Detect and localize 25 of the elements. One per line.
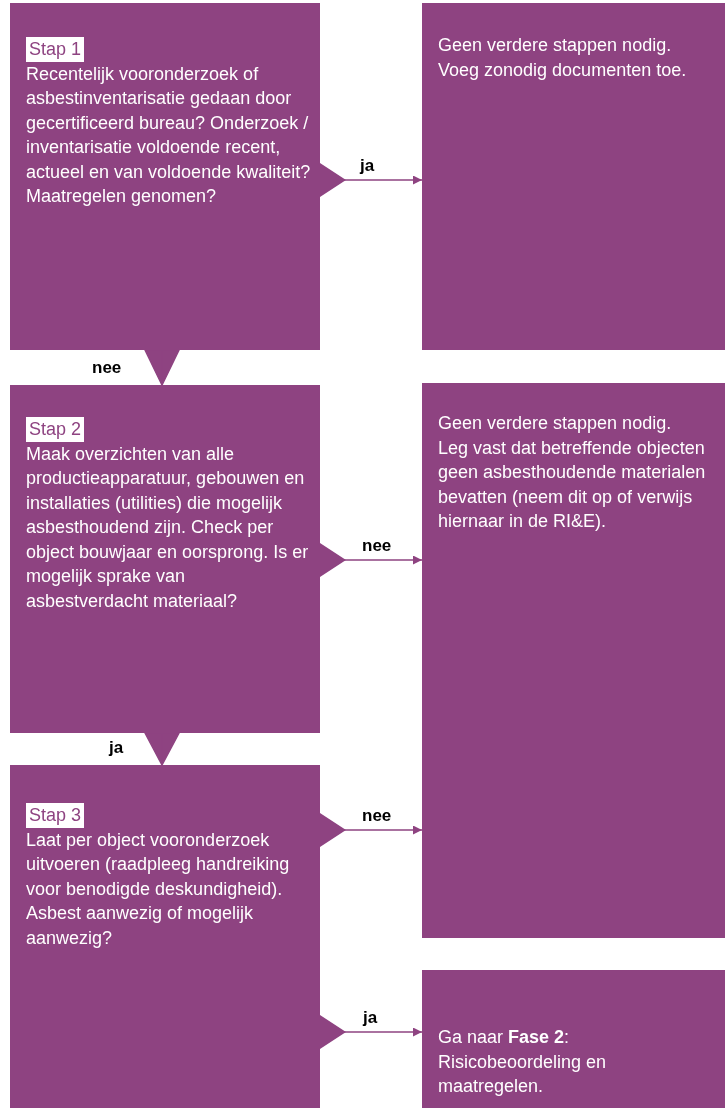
arrow [319, 543, 423, 577]
edge-label: ja [107, 738, 126, 758]
box-text: Laat per object vooronderzoek uitvoeren (raadpleeg handreiking voor benodigde deskundigheid). Asbest aanwezig of mogelijk aanwezig? [26, 828, 291, 950]
box-text: Maak overzichten van alle productieapparatuur, gebouwen en installaties (utilities) die mogelijk asbesthoudend zijn. Check per object bouwjaar en oorsprong. Is er mogelijk sprake van asbestverdacht materiaal? [26, 442, 310, 613]
process-box [10, 385, 320, 733]
box-text: Recentelijk vooronderzoek of asbestinventarisatie gedaan door gecertificeerd bureau? Onderzoek / inventarisatie voldoende recent, actueel en van voldoende kwaliteit? Maatregelen genomen? [26, 62, 311, 208]
step-label: Stap 1 [26, 37, 85, 62]
step-label: Stap 3 [26, 803, 85, 828]
process-box [10, 765, 320, 1108]
edge-label: ja [361, 1008, 380, 1028]
arrow [319, 163, 423, 197]
edge-label: ja [358, 156, 377, 176]
process-box [422, 970, 725, 1108]
process-box [422, 3, 725, 350]
arrow [319, 1015, 423, 1049]
process-box [422, 383, 725, 938]
process-box [10, 3, 320, 350]
box-text: Geen verdere stappen nodig. Voeg zonodig documenten toe. [438, 34, 688, 82]
box-text: Geen verdere stappen nodig. [438, 412, 673, 435]
step-label: Stap 2 [26, 417, 85, 442]
arrow [144, 732, 180, 767]
arrow [319, 813, 423, 847]
box-text: Leg vast dat betreffende objecten geen asbesthoudende materialen bevatten (neem dit op of verwijs hiernaar in de RI&E). [438, 436, 707, 533]
arrow [144, 349, 180, 387]
box-text: Ga naar Fase 2: Risicobeoordeling en maatregelen. [438, 1026, 608, 1098]
